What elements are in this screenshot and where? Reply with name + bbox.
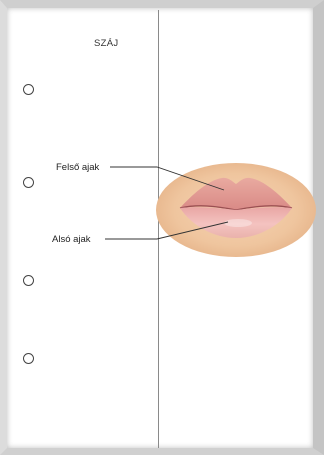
lower-lip-highlight — [224, 219, 252, 227]
